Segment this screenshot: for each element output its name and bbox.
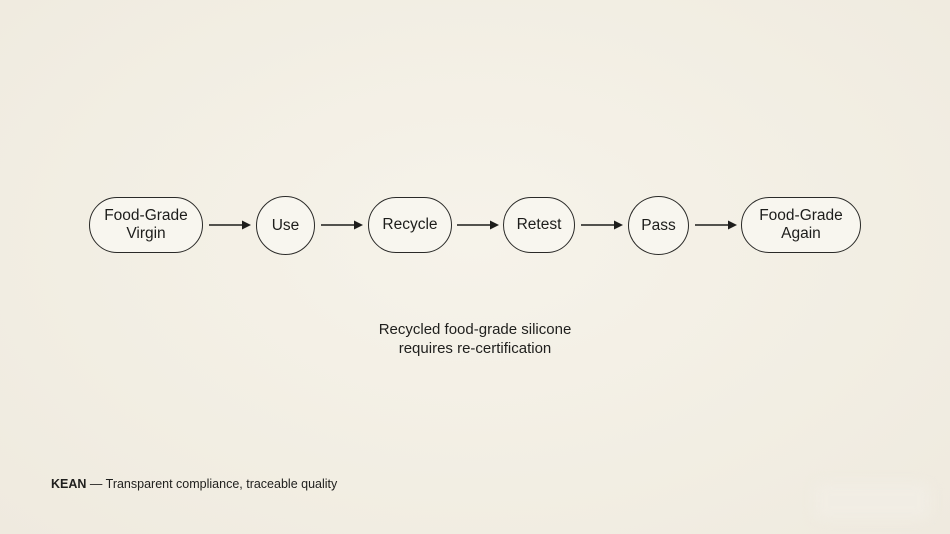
arrow-icon: [695, 219, 737, 231]
arrow-icon: [581, 219, 623, 231]
node-label: Use: [271, 216, 300, 234]
diagram-caption: Recycled food-grade silicone requires re…: [0, 320, 950, 358]
tagline-text: — Transparent compliance, traceable qual…: [86, 477, 338, 491]
arrow-icon: [457, 219, 499, 231]
node-food-grade-virgin: Food-Grade Virgin: [89, 197, 203, 253]
node-retest: Retest: [503, 197, 575, 253]
node-pass: Pass: [628, 196, 689, 255]
node-recycle: Recycle: [368, 197, 452, 253]
node-label: Recycle: [382, 216, 438, 233]
brand-name: KEAN: [51, 477, 87, 491]
node-label: Pass: [641, 216, 676, 234]
arrow-icon: [321, 219, 363, 231]
node-label: Retest: [516, 216, 562, 233]
node-label-line2: Again: [781, 225, 821, 242]
node-label-line1: Food-Grade: [759, 207, 843, 224]
node-label-line1: Food-Grade: [104, 207, 188, 224]
blurred-watermark-area: [815, 483, 930, 519]
caption-line1: Recycled food-grade silicone: [378, 321, 572, 338]
node-label-line2: Virgin: [126, 225, 166, 242]
footer-tagline: KEAN — Transparent compliance, traceable…: [51, 477, 337, 491]
node-food-grade-again: Food-Grade Again: [741, 197, 861, 253]
arrow-icon: [209, 219, 251, 231]
caption-line2: requires re-certification: [398, 340, 552, 357]
node-use: Use: [256, 196, 315, 255]
